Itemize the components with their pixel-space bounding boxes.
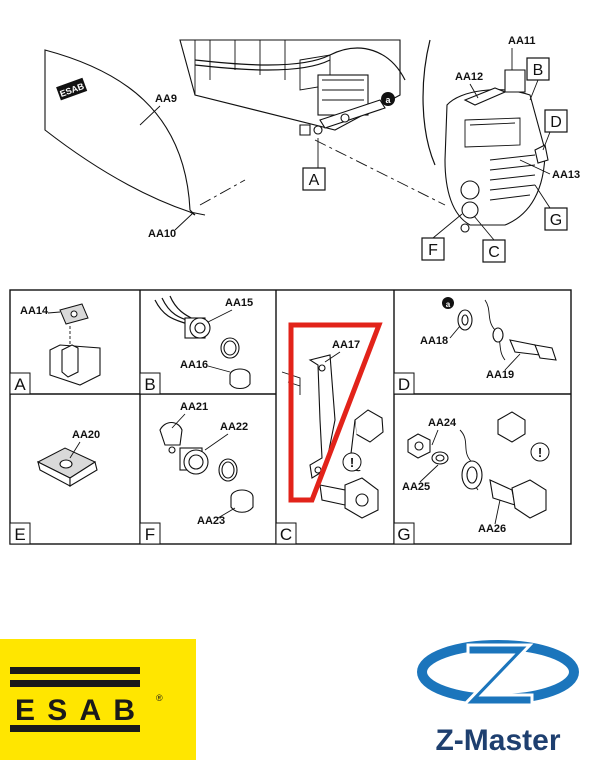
label-aa19: AA19 (486, 369, 514, 381)
callout-a: A (309, 172, 320, 189)
label-aa21: AA21 (180, 401, 208, 413)
zmaster-wordmark: Z-Master (435, 724, 560, 757)
label-aa25: AA25 (402, 481, 430, 493)
panel-label-g: G (397, 525, 410, 544)
esab-wordmark: ESAB (15, 694, 135, 727)
label-aa11: AA11 (508, 35, 536, 47)
panel-label-d: D (398, 375, 410, 394)
marker-a-top: a (385, 95, 391, 105)
label-aa22: AA22 (220, 421, 248, 433)
exploded-diagram: ESAB AA9 AA10 a A (9, 35, 580, 545)
callout-g: G (550, 212, 562, 229)
panel-d: a AA18 AA19 D (393, 297, 557, 395)
label-aa26: AA26 (478, 523, 506, 535)
callout-f: F (428, 242, 438, 259)
warning-c: ! (350, 455, 354, 470)
label-aa18: AA18 (420, 335, 448, 347)
highlight-frame (288, 322, 383, 503)
side-cover-aa9: ESAB (44, 49, 206, 216)
label-aa12: AA12 (455, 71, 483, 83)
panel-a: AA14 A (9, 303, 101, 395)
zmaster-z-icon (460, 643, 534, 707)
panel-label-e: E (14, 525, 25, 544)
zmaster-logo: Z-Master (408, 625, 588, 760)
warning-g: ! (538, 445, 542, 460)
label-aa16: AA16 (180, 359, 208, 371)
panel-b: AA15 AA16 B (139, 295, 253, 395)
callout-c: C (488, 244, 500, 261)
label-aa9: AA9 (155, 93, 177, 105)
esab-logo: ESAB ® (0, 639, 196, 760)
panel-label-a: A (14, 375, 26, 394)
panel-f: AA21 AA22 AA23 F (139, 401, 254, 545)
callout-b: B (533, 62, 544, 79)
label-aa13: AA13 (552, 169, 580, 181)
panel-g: ! AA24 AA25 AA26 G (393, 411, 550, 545)
panel-c: AA17 ! C (275, 322, 384, 545)
label-aa17: AA17 (332, 339, 360, 351)
front-panel (422, 39, 549, 233)
label-aa14: AA14 (20, 305, 49, 317)
panel-label-f: F (145, 525, 155, 544)
label-aa24: AA24 (428, 417, 457, 429)
label-aa15: AA15 (225, 297, 253, 309)
label-aa10: AA10 (148, 228, 176, 240)
label-aa20: AA20 (72, 429, 100, 441)
callout-d: D (550, 114, 562, 131)
panel-label-c: C (280, 525, 292, 544)
registered-mark: ® (156, 693, 163, 703)
panel-e: AA20 E (9, 429, 100, 545)
machine-chassis (179, 39, 406, 136)
marker-a-d: a (446, 300, 451, 309)
panel-label-b: B (144, 375, 155, 394)
